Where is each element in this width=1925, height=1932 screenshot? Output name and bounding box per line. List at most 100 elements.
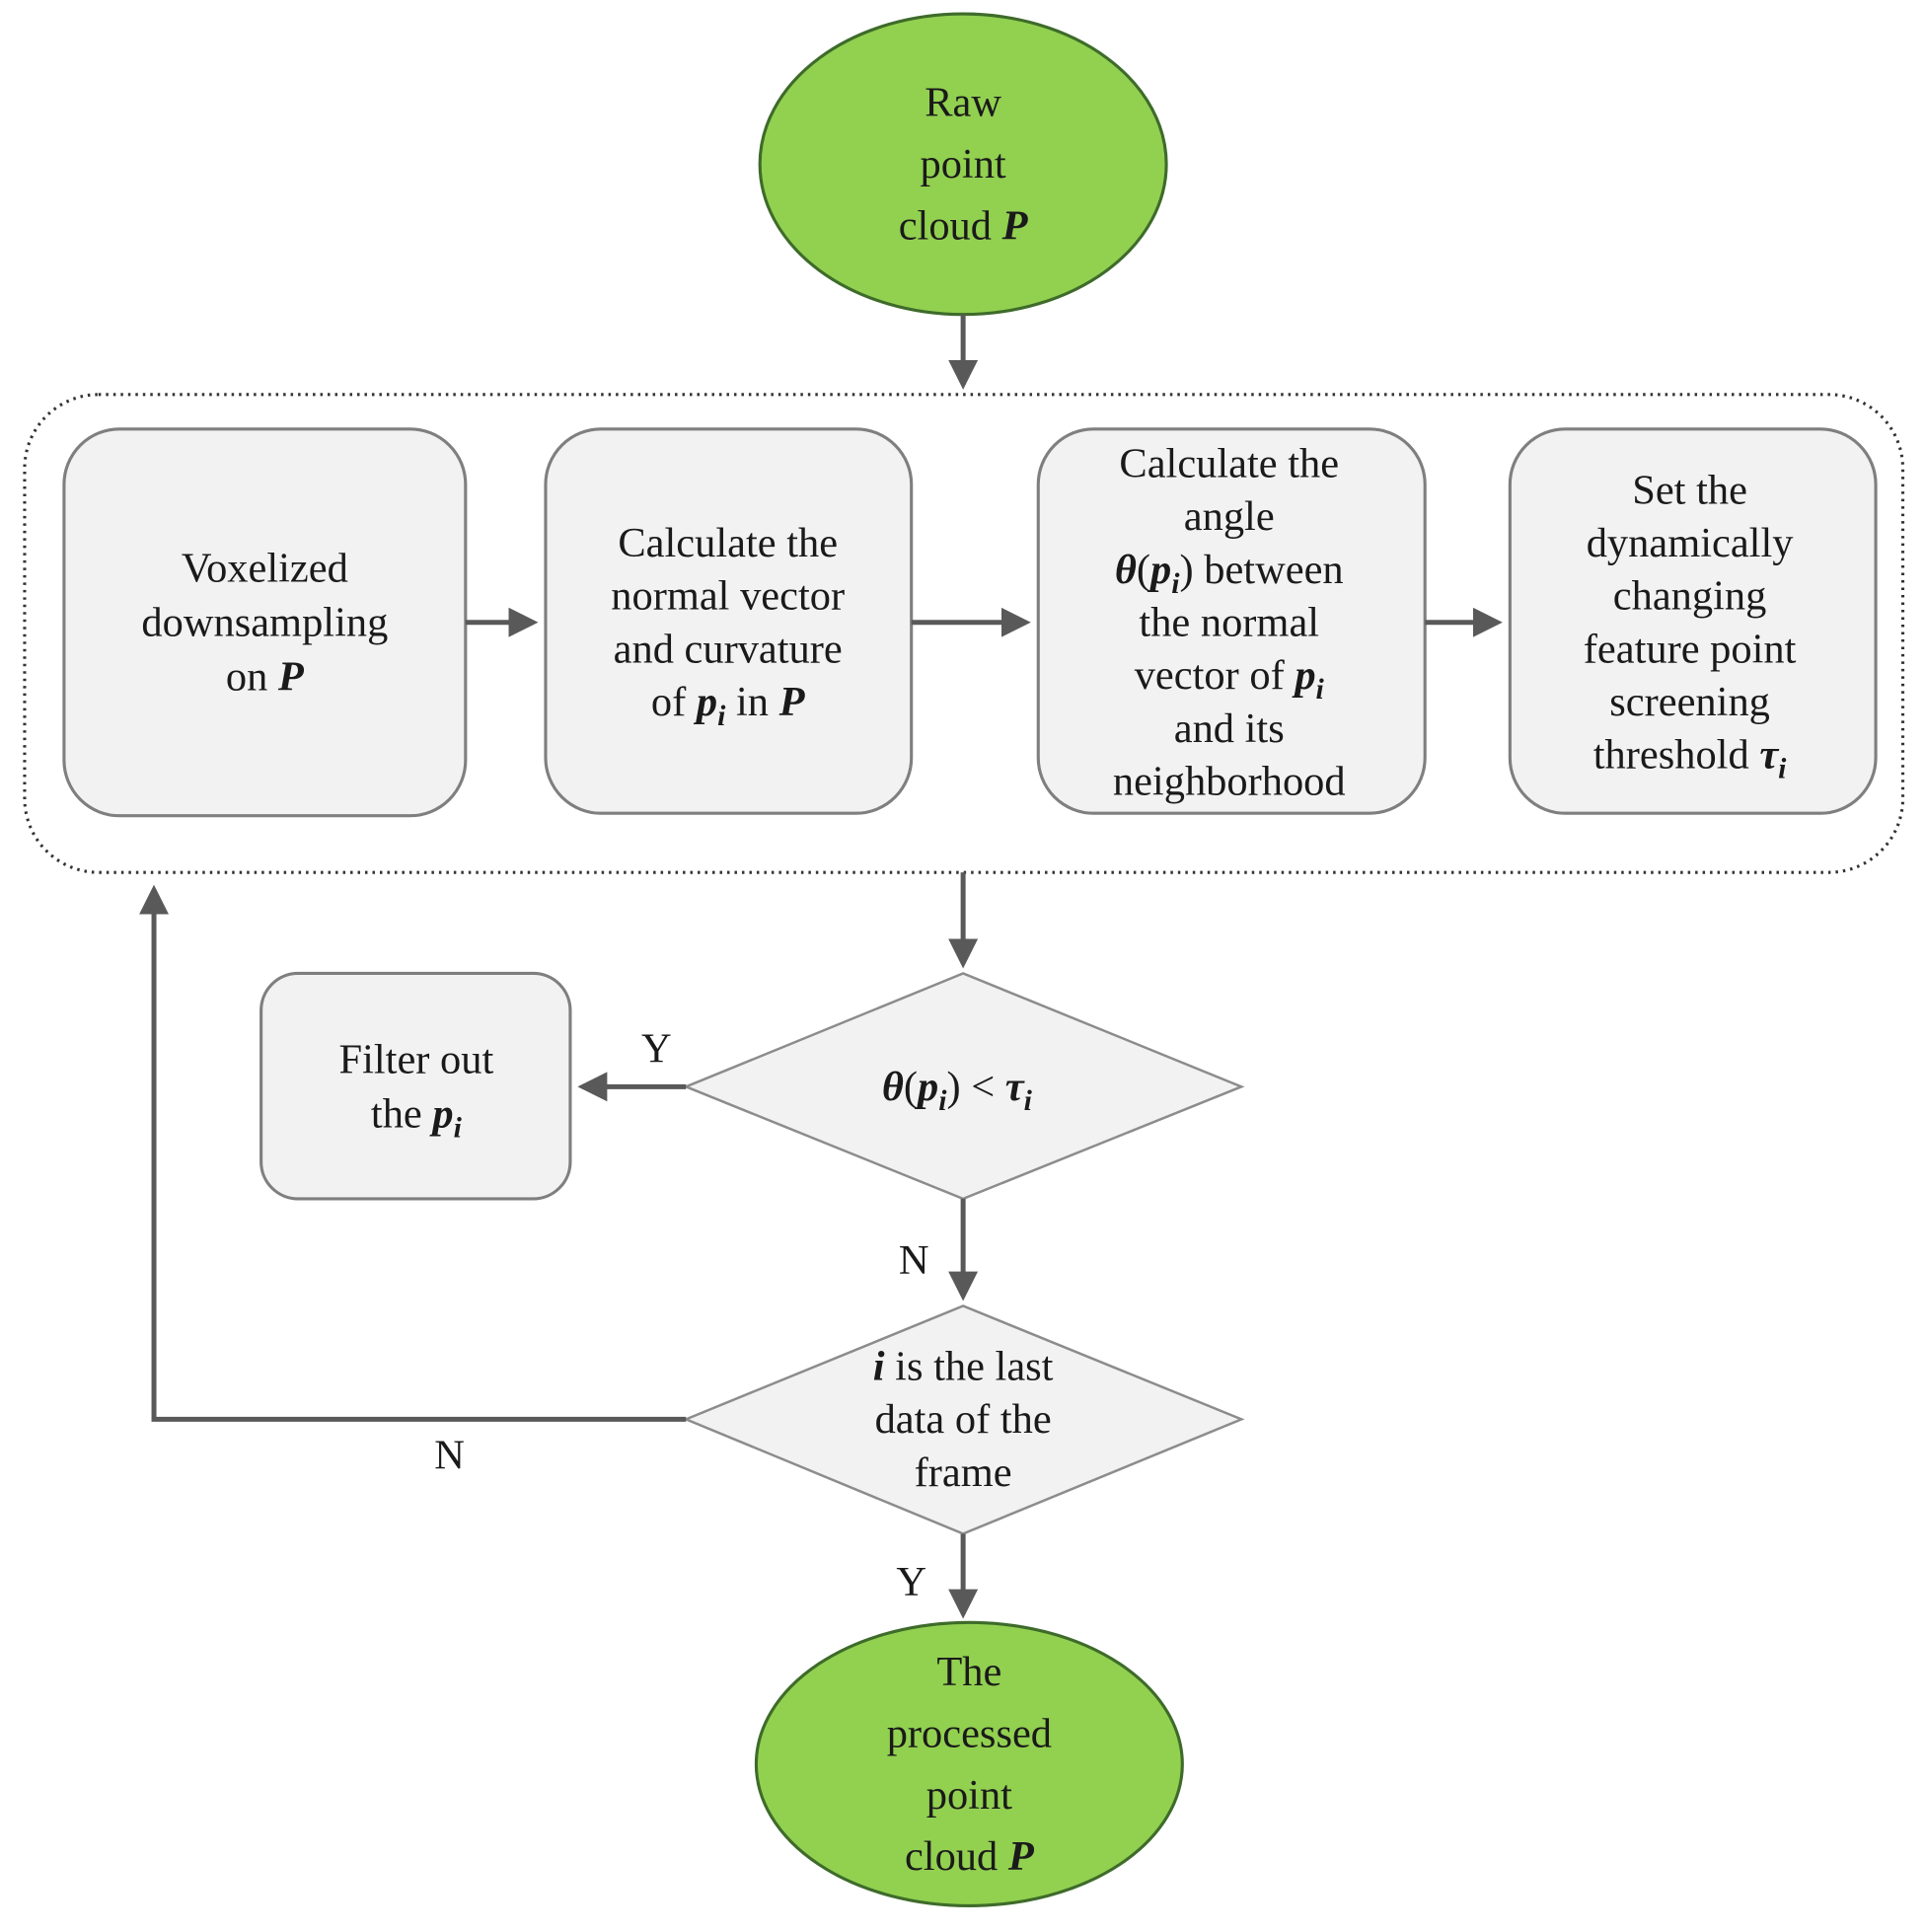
- text-run: point: [926, 1772, 1012, 1819]
- text-run: point: [920, 141, 1005, 187]
- text-run: Filter out: [339, 1037, 494, 1083]
- text-run: angle: [1184, 493, 1275, 540]
- text-line: point: [926, 1772, 1012, 1819]
- text-run: and its: [1174, 706, 1285, 752]
- math-symbol: p: [1147, 547, 1171, 593]
- text-run: of: [651, 679, 697, 725]
- text-run: threshold: [1593, 732, 1760, 779]
- text-line: point: [920, 141, 1005, 187]
- text-line: Voxelized: [182, 546, 348, 592]
- math-symbol: P: [277, 653, 305, 700]
- text-line: downsampling: [141, 599, 388, 645]
- text-line: on P: [226, 653, 305, 700]
- edge-label-d2-yes: Y: [896, 1559, 926, 1605]
- text-line: cloud P: [899, 203, 1029, 250]
- text-run: data of the: [875, 1396, 1052, 1443]
- text-run: changing: [1613, 573, 1767, 620]
- threshold-label: Set the dynamically changing feature point s…: [1584, 467, 1797, 784]
- text-line: neighborhood: [1113, 758, 1346, 804]
- edge-label-d2-no: N: [434, 1432, 465, 1478]
- math-symbol: P: [1007, 1833, 1035, 1880]
- arrow-decision-2-no-loop: [139, 884, 687, 1422]
- text-line: of pi​ in P: [651, 679, 806, 732]
- text-run: The: [936, 1649, 1001, 1695]
- text-run: (: [904, 1064, 918, 1110]
- text-run: Calculate the: [1119, 440, 1339, 486]
- math-symbol: p: [428, 1091, 453, 1138]
- text-line: angle: [1184, 493, 1275, 540]
- filter-label: Filter out the pi​: [339, 1037, 494, 1145]
- text-line: vector of pi​: [1135, 652, 1325, 706]
- text-run: the: [371, 1091, 432, 1138]
- decision-2-label: i is the last data of the frame: [873, 1343, 1054, 1495]
- text-run: downsampling: [141, 599, 388, 645]
- text-line: normal vector: [611, 573, 845, 620]
- text-line: and curvature: [614, 626, 843, 672]
- text-line: i is the last: [873, 1343, 1054, 1389]
- math-symbol: p: [1291, 652, 1315, 699]
- text-run: normal vector: [611, 573, 845, 620]
- math-symbol: τ: [1759, 732, 1779, 779]
- math-symbol: i: [873, 1343, 885, 1389]
- math-symbol: p: [914, 1064, 938, 1110]
- text-line: threshold τi​: [1593, 732, 1787, 785]
- math-subscript: i: [1316, 674, 1325, 706]
- math-subscript: i: [1778, 754, 1787, 785]
- normal-label: Calculate the normal vector and curvature o…: [611, 520, 845, 732]
- math-symbol: P: [778, 679, 806, 725]
- decision-2-diamond: [682, 1304, 1245, 1535]
- decision-1-diamond: [682, 972, 1245, 1201]
- end-label: The processed point cloud P: [887, 1649, 1052, 1880]
- start-label: Raw point cloud P: [899, 80, 1029, 250]
- edge-label-d1-yes: Y: [641, 1025, 672, 1072]
- text-line: θ(pi​) < τi​: [882, 1064, 1033, 1117]
- text-run: ) between: [1180, 547, 1344, 593]
- text-run: processed: [887, 1710, 1052, 1756]
- text-run: Set the: [1632, 467, 1747, 513]
- text-run: Calculate the: [618, 520, 838, 566]
- decision-1-label: θ(pi​) < τi​: [882, 1064, 1033, 1117]
- text-run: is the last: [885, 1343, 1054, 1389]
- text-line: The: [936, 1649, 1001, 1695]
- text-line: the pi​: [371, 1091, 463, 1145]
- math-subscript: i: [1024, 1085, 1033, 1117]
- text-run: Voxelized: [182, 546, 348, 592]
- text-line: cloud P: [905, 1833, 1035, 1880]
- text-run: vector of: [1135, 652, 1296, 699]
- text-run: feature point: [1584, 626, 1797, 672]
- text-line: Set the: [1632, 467, 1747, 513]
- text-line: frame: [915, 1449, 1012, 1496]
- text-line: the normal: [1139, 599, 1319, 645]
- math-subscript: i: [717, 701, 726, 732]
- text-run: screening: [1609, 679, 1770, 725]
- normal-box: [544, 427, 914, 815]
- math-symbol: P: [1001, 203, 1029, 250]
- text-run: frame: [915, 1449, 1012, 1496]
- text-line: dynamically: [1587, 520, 1795, 566]
- text-run: on: [226, 653, 278, 700]
- end-terminal: [754, 1620, 1184, 1907]
- text-run: the normal: [1139, 599, 1319, 645]
- text-line: screening: [1609, 679, 1770, 725]
- text-line: data of the: [875, 1396, 1052, 1443]
- math-symbol: θ: [882, 1064, 904, 1110]
- edge-label-d1-no: N: [899, 1237, 929, 1284]
- math-subscript: i: [1171, 568, 1180, 600]
- text-line: Calculate the: [1119, 440, 1339, 486]
- text-line: processed: [887, 1710, 1052, 1756]
- math-subscript: i: [454, 1113, 463, 1145]
- math-subscript: i: [938, 1085, 947, 1117]
- text-run: dynamically: [1587, 520, 1795, 566]
- text-run: cloud: [899, 203, 1002, 250]
- threshold-box: [1508, 427, 1878, 815]
- text-run: (: [1137, 547, 1150, 593]
- text-line: Calculate the: [618, 520, 838, 566]
- text-line: Raw: [925, 80, 1001, 126]
- text-run: cloud: [905, 1833, 1008, 1880]
- text-run: and curvature: [614, 626, 843, 672]
- text-line: changing: [1613, 573, 1767, 620]
- text-line: and its: [1174, 706, 1285, 752]
- math-symbol: τ: [1005, 1064, 1025, 1110]
